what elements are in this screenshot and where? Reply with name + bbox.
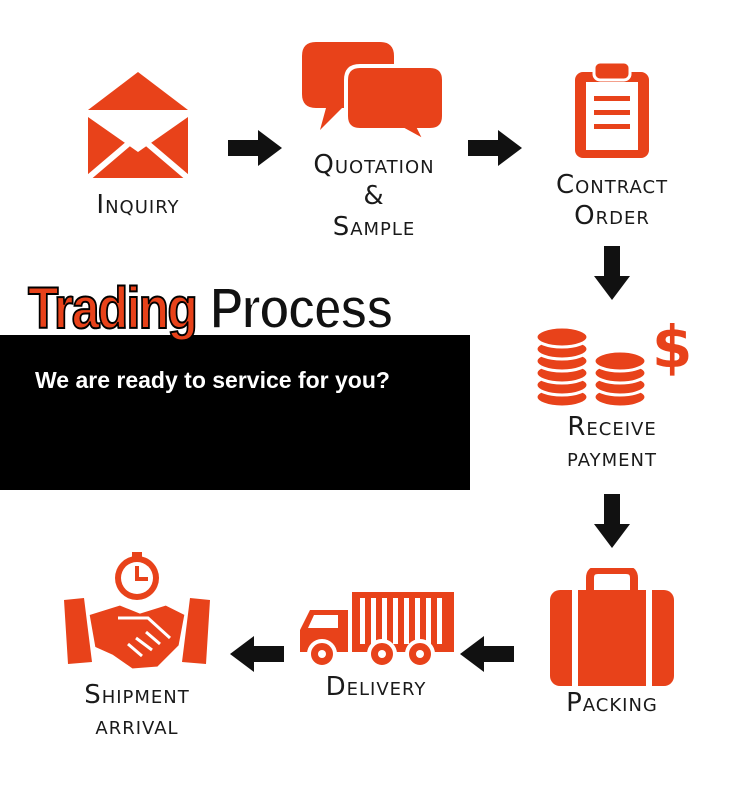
truck-icon — [300, 592, 454, 669]
label-line: Packing — [566, 688, 658, 718]
step-inquiry-label: Inquiry — [68, 190, 208, 221]
chat-bubbles-icon — [302, 42, 446, 142]
clipboard-icon — [575, 60, 649, 158]
label-line: Contract — [555, 170, 669, 200]
title-word-process: Process — [209, 275, 395, 342]
label-line: Shipment — [84, 680, 190, 710]
label-line: Receive — [567, 412, 657, 442]
coins-dollar-icon: $ — [534, 315, 692, 409]
arrow-down-1 — [594, 246, 630, 300]
arrow-left-1 — [460, 636, 514, 672]
step-contract-label: Contract Order — [520, 170, 704, 232]
step-delivery-label: Delivery — [296, 672, 456, 703]
arrow-left-2 — [230, 636, 284, 672]
step-packing-label: Packing — [530, 688, 694, 719]
suitcase-icon — [550, 568, 674, 686]
title-banner: We are ready to service for you? — [0, 335, 470, 490]
banner-subtitle: We are ready to service for you? — [35, 367, 390, 393]
arrow-right-2 — [468, 130, 522, 166]
handshake-clock-icon — [64, 552, 210, 672]
label-line: Quotation — [313, 150, 435, 180]
arrow-down-2 — [594, 494, 630, 548]
step-receive-label: Receive payment — [522, 412, 702, 474]
label-line: Order — [574, 201, 650, 232]
label-line: & — [363, 181, 385, 212]
label-line: payment — [567, 443, 657, 474]
envelope-icon — [88, 72, 188, 178]
label-line: Inquiry — [96, 190, 180, 220]
label-line: Sample — [332, 212, 416, 243]
svg-text:$: $ — [652, 315, 692, 381]
arrow-right-1 — [228, 130, 282, 166]
step-quotation-label: Quotation & Sample — [285, 150, 463, 244]
label-line: arrival — [95, 711, 179, 742]
label-line: Delivery — [325, 672, 427, 702]
step-shipment-label: Shipment arrival — [52, 680, 222, 742]
title-word-trading: Trading — [27, 275, 199, 342]
